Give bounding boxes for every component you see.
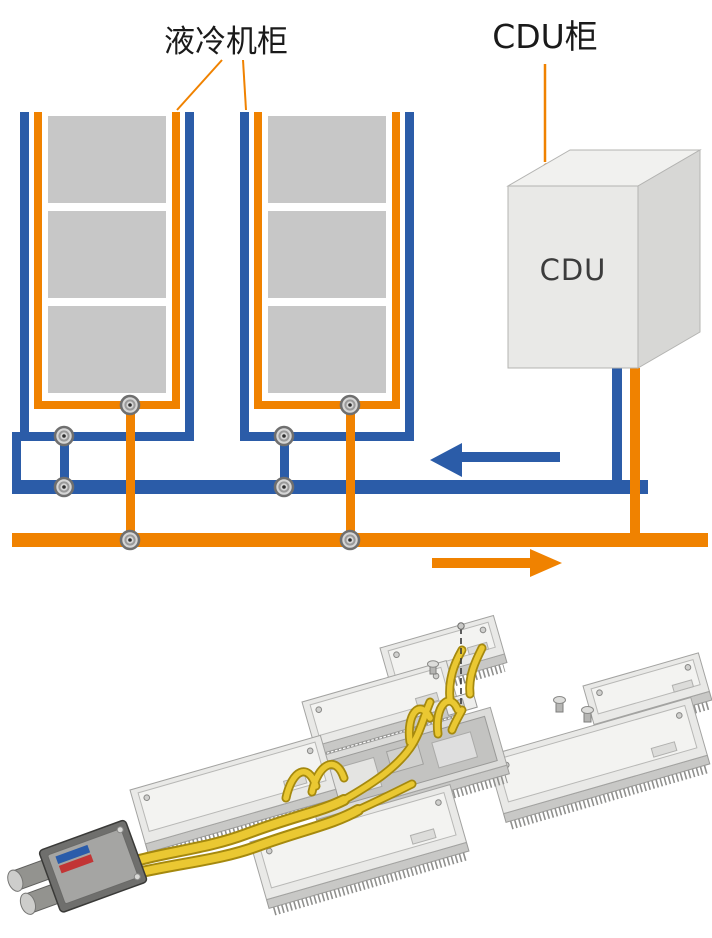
coolant-hose	[96, 806, 362, 888]
blue-main-pipe	[12, 480, 648, 494]
coolant-hose	[449, 707, 465, 733]
assembly-guide	[457, 622, 465, 706]
screw-icon	[393, 651, 400, 659]
cab2-blue-left	[240, 112, 249, 441]
cdu-cabinet-label: CDU柜	[492, 17, 598, 56]
cab1-orange-header	[34, 401, 180, 409]
shelf	[48, 211, 166, 298]
connector-face	[47, 828, 139, 904]
cab1-orange-left	[34, 112, 42, 401]
screw-icon	[143, 794, 151, 801]
shelf	[268, 116, 386, 203]
heatsink-fins	[509, 764, 709, 830]
leader-to-cabinet-2	[242, 59, 247, 111]
cab1-orange-drop	[126, 409, 135, 533]
cdu-box: CDU	[506, 149, 702, 369]
valve-icon	[119, 529, 141, 551]
cab2-orange-header	[254, 401, 400, 409]
coolant-hose	[466, 645, 485, 697]
screw-icon	[596, 689, 603, 697]
valve-icon	[339, 394, 361, 416]
quick-connector	[7, 819, 148, 915]
cdu-blue-drop	[612, 368, 622, 480]
screw-icon	[457, 622, 465, 630]
cdu-right-face	[637, 149, 701, 369]
module-notch	[409, 828, 437, 845]
module-notch	[650, 741, 678, 758]
cab2-blue-header	[240, 432, 414, 441]
shelf	[48, 306, 166, 393]
shelf	[268, 306, 386, 393]
module-lid	[137, 741, 327, 832]
screw-icon	[479, 626, 487, 634]
cab1-blue-drop	[60, 441, 69, 480]
screw-icon	[116, 826, 124, 834]
connector-stripe-blue	[55, 844, 91, 865]
coolant-hose	[434, 698, 461, 737]
valve-icon	[273, 476, 295, 498]
cab1-blue-left	[20, 112, 29, 441]
cdu-box-label: CDU	[540, 253, 607, 287]
cab1-orange-right	[172, 112, 180, 401]
cold-plate-module	[486, 696, 711, 830]
coolant-hose	[100, 796, 348, 876]
cab1-blue-right	[185, 112, 194, 441]
thumbscrew	[427, 660, 439, 675]
module-notch	[671, 679, 695, 693]
cab2-blue-drop	[280, 441, 289, 480]
module-lid	[309, 666, 451, 737]
cab2-orange-drop	[346, 409, 355, 533]
tray-component	[431, 731, 479, 769]
cab1-blue-header	[12, 432, 194, 441]
shelf	[268, 211, 386, 298]
screw-icon	[133, 873, 141, 881]
valve-icon	[119, 394, 141, 416]
cab1-blue-riser	[12, 432, 21, 494]
thumbscrew-head	[553, 696, 566, 704]
valves	[53, 394, 361, 551]
coolant-hose	[355, 781, 415, 813]
coolant-hose	[341, 699, 433, 803]
screw-icon	[435, 799, 442, 806]
coolant-hose	[309, 761, 347, 795]
thumbscrew	[581, 706, 594, 723]
screw-icon	[684, 664, 692, 671]
coolant-hose	[406, 706, 433, 745]
thumbscrew-head	[427, 660, 439, 668]
module-lid	[590, 659, 701, 715]
screw-icon	[315, 706, 323, 713]
cold-plate-module	[249, 784, 470, 916]
valve-icon	[53, 425, 75, 447]
cdu-front-face	[507, 185, 639, 369]
left-arrow-icon	[430, 443, 560, 477]
right-arrow-icon	[432, 549, 562, 577]
coolant-hose	[446, 647, 465, 703]
cab2-blue-right	[405, 112, 414, 441]
cab2-orange-left	[254, 112, 262, 401]
valve-icon	[53, 476, 75, 498]
screw-icon	[306, 747, 314, 755]
connector-port-face	[19, 892, 37, 915]
cdu-orange-drop	[630, 368, 640, 533]
label-leader-lines	[176, 59, 547, 162]
supply-flow-arrow-left	[430, 443, 560, 477]
shelf	[48, 116, 166, 203]
screw-icon	[675, 712, 683, 719]
connector-port-face	[7, 869, 24, 892]
leader-to-cabinet-1	[176, 59, 223, 111]
server-shelves	[48, 116, 386, 393]
cab2-orange-right	[392, 112, 400, 401]
return-flow-arrow-right	[432, 549, 562, 577]
hose-cores	[96, 645, 485, 888]
valve-icon	[339, 529, 361, 551]
supply-piping-blue	[12, 112, 648, 494]
connector-stripe-red	[58, 854, 94, 874]
thumbscrew	[553, 696, 566, 713]
valve-icon	[273, 425, 295, 447]
thumbscrew-head	[581, 706, 594, 714]
cooling-cabinet-label: 液冷机柜	[164, 24, 288, 60]
